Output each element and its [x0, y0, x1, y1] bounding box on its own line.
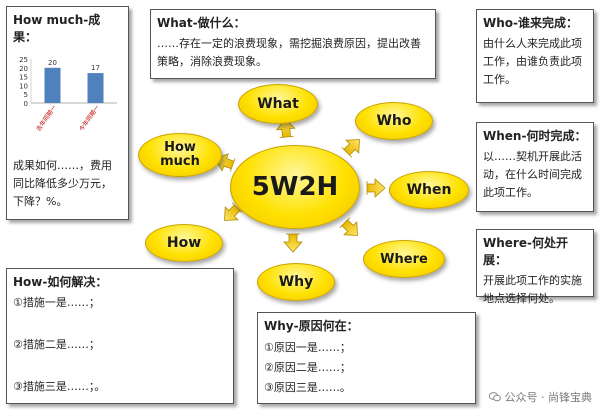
watermark-text: 公众号 · 尚锋宝典: [504, 391, 593, 404]
bar-value-label-1: 17: [91, 64, 100, 72]
who-box: Who-谁来完成： 由什么人来完成此项工作，由谁负责此项工作。: [476, 9, 594, 103]
wechat-icon: [488, 392, 501, 402]
who-text: 由什么人来完成此项工作，由谁负责此项工作。: [483, 37, 582, 86]
why-item-1: ①原因一是……；: [264, 341, 351, 354]
y-tick-label-3: 15: [19, 74, 28, 82]
what-box: What-做什么： ……存在一定的浪费现象，需挖掘浪费原因，提出改善策略，消除浪…: [150, 9, 436, 79]
why-title: Why-原因何在：: [264, 319, 359, 333]
node-how-much-line2: much: [160, 154, 200, 169]
arrow-who: [339, 132, 367, 160]
y-tick-label-1: 5: [24, 91, 28, 99]
node-how-much-line1: How: [164, 140, 196, 155]
y-tick-label-5: 25: [19, 56, 28, 64]
node-what: What: [238, 84, 318, 124]
how-item-3: ③措施三是……；。: [13, 380, 106, 393]
node-who: Who: [355, 102, 433, 140]
how-item-2: ②措施二是……；: [13, 338, 100, 351]
when-title: When-何时完成：: [483, 129, 587, 143]
what-text: ……存在一定的浪费现象，需挖掘浪费原因，提出改善策略，消除浪费现象。: [157, 37, 421, 68]
how-box: How-如何解决： ①措施一是……； ②措施二是……； ③措施三是……；。: [6, 268, 234, 404]
arrow-why: [283, 233, 303, 253]
node-how-much: How much: [138, 133, 222, 177]
why-item-3: ③原因三是……。: [264, 381, 351, 394]
how-much-title: How much-成果：: [13, 13, 101, 44]
node-where: Where: [363, 240, 445, 278]
arrow-when: [366, 178, 386, 198]
y-tick-label-2: 10: [19, 82, 28, 90]
how-much-text: 成果如何……，费用同比降低多少万元，下降？%。: [13, 159, 112, 208]
where-title: Where-何处开展：: [483, 236, 568, 267]
who-title: Who-谁来完成：: [483, 16, 579, 30]
y-tick-label-0: 0: [24, 100, 28, 108]
how-item-1: ①措施一是……；: [13, 296, 100, 309]
arrow-where: [337, 215, 365, 243]
bar-value-label-0: 20: [48, 59, 57, 67]
why-box: Why-原因何在： ①原因一是……； ②原因二是……； ③原因三是……。: [257, 312, 476, 404]
where-box: Where-何处开展： 开展此项工作的实施地点选择何处。: [476, 229, 594, 305]
what-title: What-做什么：: [157, 16, 246, 30]
when-box: When-何时完成： 以……契机开展此活动，在什么时间完成此项工作。: [476, 122, 594, 212]
center-5w2h-node: 5W2H: [230, 145, 360, 229]
node-how: How: [145, 224, 223, 262]
where-text: 开展此项工作的实施地点选择何处。: [483, 274, 582, 305]
watermark: 公众号 · 尚锋宝典: [488, 389, 593, 405]
node-when: When: [389, 171, 469, 209]
why-item-2: ②原因二是……；: [264, 361, 351, 374]
how-title: How-如何解决：: [13, 275, 108, 289]
bar-0: [44, 67, 61, 103]
bar-1: [87, 73, 104, 103]
node-why: Why: [257, 263, 335, 301]
when-text: 以……契机开展此活动，在什么时间完成此项工作。: [483, 150, 582, 199]
y-tick-label-4: 20: [19, 65, 28, 73]
